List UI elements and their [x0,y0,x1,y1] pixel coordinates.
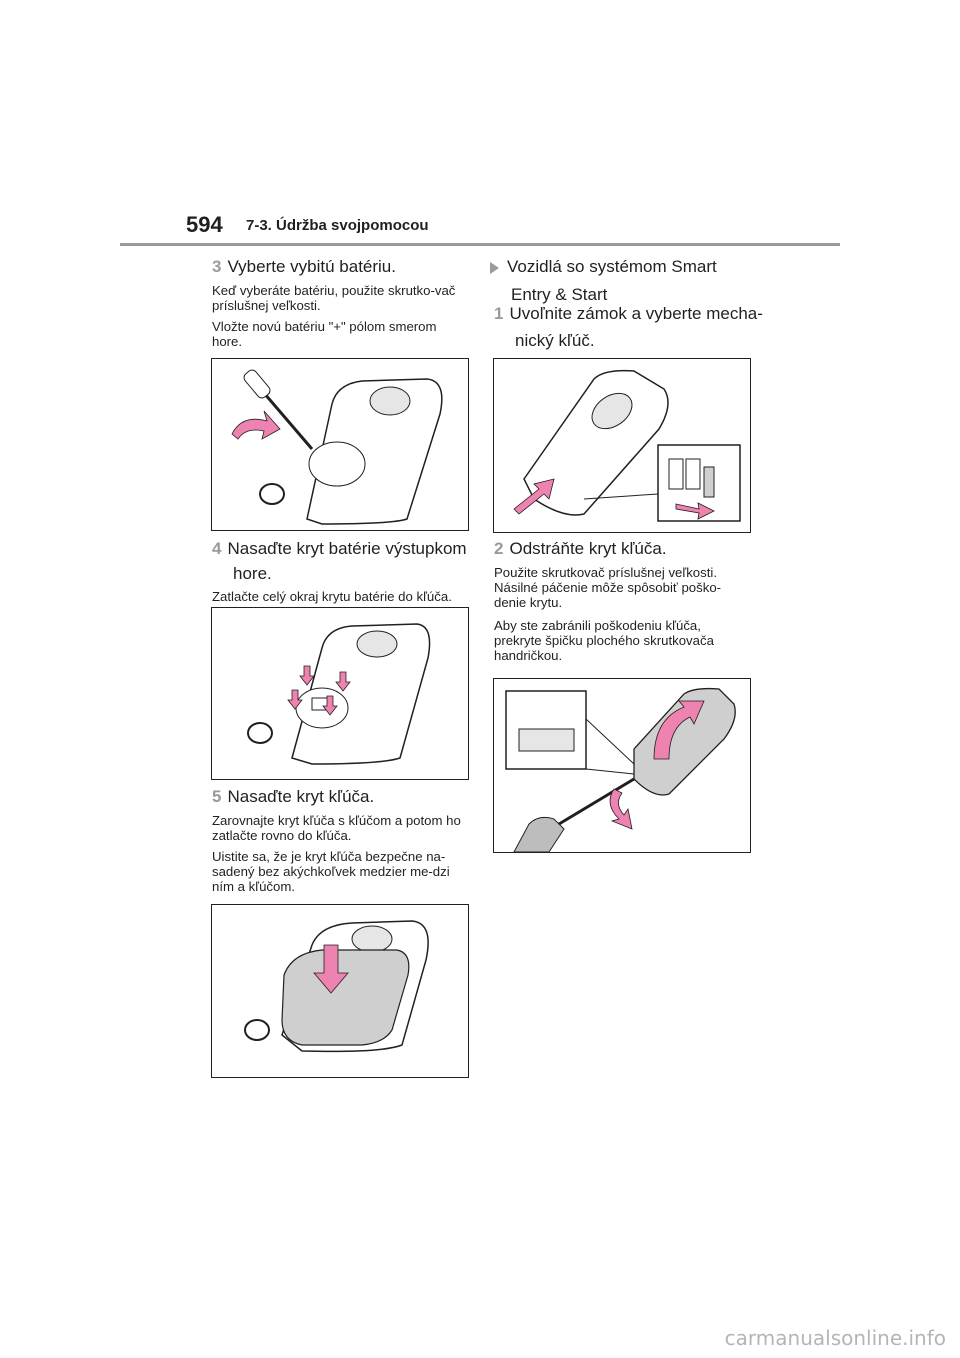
step-number: 1 [494,304,504,323]
section-heading-smart-entry: Vozidlá so systémom Smart Entry & Start [490,256,717,305]
note-step5-b: Uistite sa, že je kryt kľúča bezpečne na… [212,849,450,894]
step-text-line1: Nasaďte kryt batérie výstupkom [227,539,467,558]
note-step2-b: Aby ste zabránili poškodeniu kľúča, prek… [494,618,714,663]
step-2: 2 Odstráňte kryt kľúča. [494,538,667,559]
bullet-triangle-icon [490,261,499,274]
figure-remove-key-cover [493,678,751,853]
figure-install-battery-cover [211,607,469,780]
figure-remove-mechanical-key [493,358,751,533]
heading-line2: Entry & Start [511,285,608,304]
step-text: Odstráňte kryt kľúča. [509,539,667,558]
section-title: 7-3. Údržba svojpomocou [246,217,429,234]
page-number: 594 [186,212,223,237]
note-step3-b: Vložte novú batériu "+" pólom smerom hor… [212,319,437,349]
step-5: 5 Nasaďte kryt kľúča. [212,786,374,807]
step-text: Vyberte vybitú batériu. [227,257,396,276]
step-text-line2: nický kľúč. [515,331,595,350]
header-divider [120,243,840,246]
figure-remove-battery [211,358,469,531]
watermark: carmanualsonline.info [724,1326,946,1350]
heading-line1: Vozidlá so systémom Smart [507,257,717,276]
note-step4: Zatlačte celý okraj krytu batérie do kľú… [212,589,452,604]
step-number: 2 [494,539,504,558]
step-3: 3 Vyberte vybitú batériu. [212,256,396,277]
step-4: 4 Nasaďte kryt batérie výstupkom hore. [212,538,467,584]
figure-install-key-cover [211,904,469,1078]
step-1: 1 Uvoľnite zámok a vyberte mecha- nický k… [494,303,763,351]
note-step3-a: Keď vyberáte batériu, použite skrutko-va… [212,283,456,313]
note-step2-a: Použite skrutkovač príslušnej veľkosti. … [494,565,722,610]
step-number: 4 [212,539,222,558]
note-step5-a: Zarovnajte kryt kľúča s kľúčom a potom h… [212,813,461,843]
step-number: 5 [212,787,222,806]
step-number: 3 [212,257,222,276]
step-text: Nasaďte kryt kľúča. [227,787,375,806]
step-text-line1: Uvoľnite zámok a vyberte mecha- [509,304,763,323]
step-text-line2: hore. [233,564,272,583]
